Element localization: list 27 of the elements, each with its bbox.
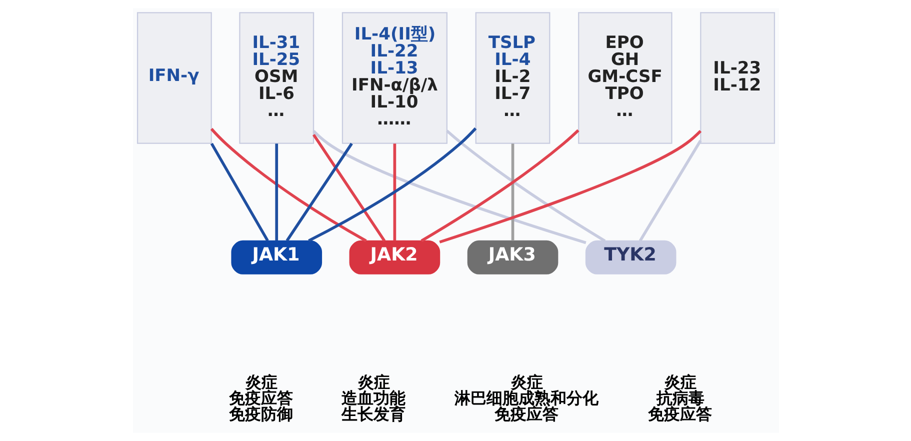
node-box: JAK1 (230, 240, 322, 274)
connector (638, 140, 702, 242)
node-box: EPO GH GM-CSF TPO … (578, 12, 672, 144)
connector (312, 130, 586, 244)
connector (312, 134, 386, 242)
connector (446, 130, 606, 242)
node-box: IL-4(II型) IL-22 IL-13 IFN-α/β/λ IL-10 …… (341, 12, 447, 144)
connector (438, 130, 702, 244)
connector (308, 127, 476, 242)
connector (274, 144, 278, 241)
connector (285, 142, 352, 242)
connector (392, 144, 396, 241)
connector (210, 128, 366, 242)
node-box: TYK2 (584, 240, 676, 274)
node-label: 炎症 (357, 372, 390, 392)
node-box: IL-31 IL-25 OSM IL-6 … (238, 12, 314, 144)
node-box: IL-23 IL-12 (700, 12, 775, 144)
connector (210, 142, 268, 242)
node-label: 炎症 (244, 372, 277, 392)
connector (510, 144, 514, 241)
node-box: JAK3 (466, 240, 558, 274)
node-label: 炎症 (664, 372, 696, 392)
node-box: IFN-γ (136, 12, 212, 144)
node-box: TSLP IL-4 IL-2 IL-7 … (474, 12, 550, 144)
node-label: 炎症 (510, 372, 543, 392)
connector (420, 129, 579, 242)
node-box: JAK2 (348, 240, 440, 274)
